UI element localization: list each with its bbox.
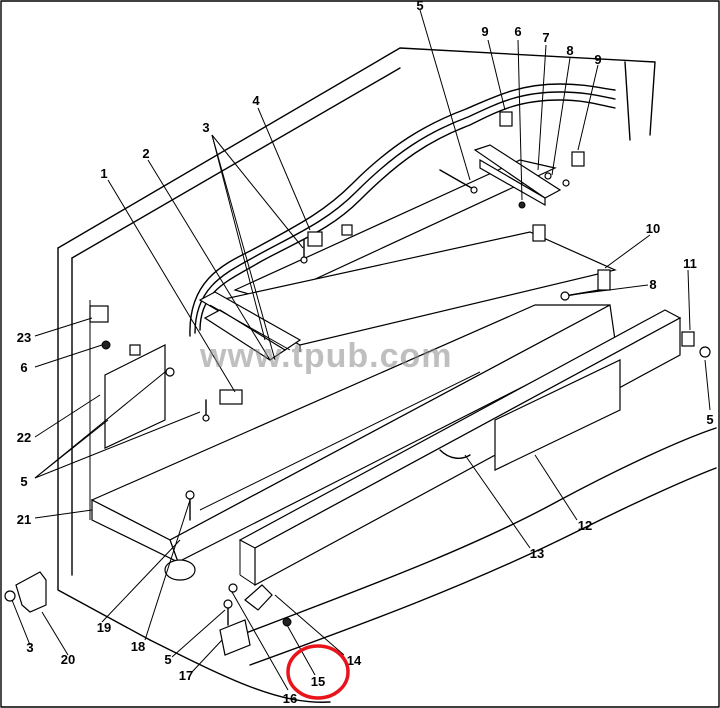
callout-13: 13 bbox=[530, 546, 544, 561]
callout-17: 17 bbox=[179, 668, 193, 683]
panel-12 bbox=[494, 359, 621, 471]
callout-8-top: 8 bbox=[566, 43, 573, 58]
hardware bbox=[4, 224, 711, 656]
callout-3-bottom: 3 bbox=[26, 640, 33, 655]
highlight-circle bbox=[286, 644, 350, 700]
callout-2: 2 bbox=[142, 146, 149, 161]
callout-18: 18 bbox=[131, 639, 145, 654]
callout-23: 23 bbox=[17, 330, 31, 345]
callout-7: 7 bbox=[542, 30, 549, 45]
callout-3-top: 3 bbox=[202, 120, 209, 135]
callout-12: 12 bbox=[578, 518, 592, 533]
callout-5-bottom: 5 bbox=[164, 652, 171, 667]
callout-1: 1 bbox=[100, 166, 107, 181]
callout-5-top: 5 bbox=[416, 0, 423, 13]
callout-9-left: 9 bbox=[481, 24, 488, 39]
callout-19: 19 bbox=[97, 620, 111, 635]
callout-6-top: 6 bbox=[514, 24, 521, 39]
upper-plate bbox=[218, 159, 617, 352]
main-rail bbox=[90, 304, 616, 564]
callout-8-right: 8 bbox=[649, 277, 656, 292]
callout-15: 15 bbox=[311, 674, 325, 689]
callout-9-right: 9 bbox=[594, 52, 601, 67]
callout-16: 16 bbox=[283, 691, 297, 706]
callout-6-left: 6 bbox=[20, 360, 27, 375]
callouts: 1 2 3 3 4 5 5 5 5 6 6 7 8 8 9 9 10 11 12… bbox=[17, 0, 714, 706]
callout-5-right: 5 bbox=[706, 412, 713, 427]
leader-lines bbox=[11, 9, 711, 691]
right-top-bracket bbox=[439, 111, 585, 209]
callout-22: 22 bbox=[17, 430, 31, 445]
highlight-marker: 15 bbox=[286, 644, 350, 700]
callout-5-left: 5 bbox=[20, 474, 27, 489]
callout-14: 14 bbox=[347, 653, 362, 668]
callout-21: 21 bbox=[17, 512, 31, 527]
watermark-text: www.tpub.com bbox=[199, 337, 453, 375]
cabinet-housing bbox=[57, 47, 717, 703]
callout-4: 4 bbox=[252, 93, 260, 108]
callout-20: 20 bbox=[61, 652, 75, 667]
callout-11: 11 bbox=[683, 256, 697, 271]
callout-10: 10 bbox=[646, 221, 660, 236]
